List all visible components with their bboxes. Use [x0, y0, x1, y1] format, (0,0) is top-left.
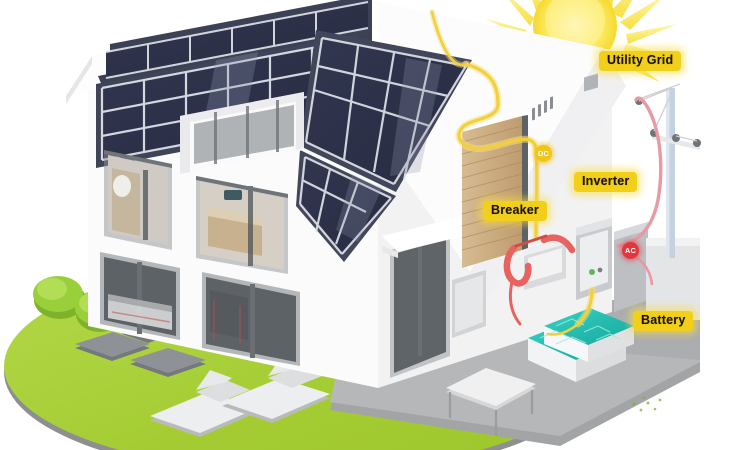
stepping-stone — [130, 348, 206, 377]
label-utility-grid: Utility Grid — [599, 51, 682, 71]
ac-badge: AC — [622, 242, 639, 259]
grass-speckles — [632, 396, 662, 412]
window — [100, 252, 180, 340]
window-right-wall — [452, 270, 486, 338]
solar-cell-grid-right — [298, 36, 467, 255]
interior-wiring — [111, 300, 241, 344]
panel-glare-right2 — [336, 174, 382, 242]
window — [202, 272, 300, 366]
front-door — [390, 234, 450, 378]
dc-cable-roof — [429, 9, 469, 68]
battery-bank — [528, 308, 634, 382]
utility-pole — [635, 83, 701, 320]
ac-cable — [503, 234, 576, 287]
label-breaker: Breaker — [483, 201, 547, 221]
battery-cable — [546, 286, 596, 336]
window — [196, 176, 288, 274]
balcony — [180, 92, 304, 174]
label-battery: Battery — [633, 311, 694, 331]
dc-cable — [455, 60, 541, 242]
patio-table — [446, 368, 536, 436]
dc-badge: DC — [535, 145, 552, 162]
panel-glare-right — [390, 58, 442, 176]
label-inverter: Inverter — [574, 172, 638, 192]
breaker-box — [524, 96, 566, 290]
ac-cable-lower — [508, 280, 522, 326]
window — [104, 150, 172, 250]
bush — [33, 276, 86, 319]
stepping-stone — [75, 332, 150, 361]
